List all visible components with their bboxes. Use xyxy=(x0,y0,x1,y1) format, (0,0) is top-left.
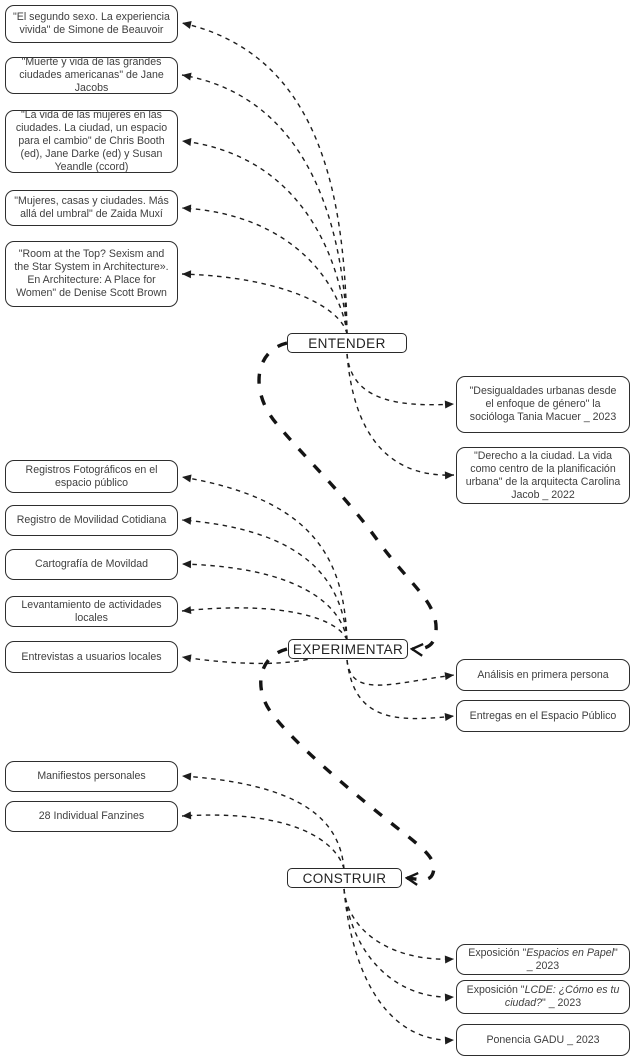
topic-box-experimentar-left-3: Cartografía de Movildad xyxy=(5,549,178,580)
topic-box-construir-right-2: Exposición "LCDE: ¿Cómo es tu ciudad?" _… xyxy=(456,980,630,1014)
topic-label: Análisis en primera persona xyxy=(477,668,609,681)
topic-label: "Derecho a la ciudad. La vida como centr… xyxy=(465,449,621,501)
topic-box-entender-left-4: "Mujeres, casas y ciudades. Más allá del… xyxy=(5,190,178,226)
phase-node-entender: ENTENDER xyxy=(287,333,407,353)
phase-node-construir: CONSTRUIR xyxy=(287,868,402,888)
topic-label: Entrevistas a usuarios locales xyxy=(21,650,162,663)
topic-label-part: " _ 2023 xyxy=(526,946,618,972)
connector-entender-4 xyxy=(181,204,348,335)
topic-label-part: Exposición " xyxy=(466,984,525,996)
connector-entender-2 xyxy=(181,72,348,335)
connector-experimentar-7 xyxy=(346,659,455,721)
connector-experimentar-2 xyxy=(181,516,348,641)
connector-construir-1 xyxy=(181,772,345,870)
topic-box-construir-left-2: 28 Individual Fanzines xyxy=(5,801,178,832)
topic-label: "Room at the Top? Sexism and the Star Sy… xyxy=(14,248,169,299)
topic-label: Exposición "LCDE: ¿Cómo es tu ciudad?" _… xyxy=(464,984,622,1010)
topic-label: Entregas en el Espacio Público xyxy=(469,709,617,722)
topic-box-construir-left-1: Manifiestos personales xyxy=(5,761,178,792)
connector-entender-6 xyxy=(346,353,455,409)
main-flow-spine-1 xyxy=(257,341,438,649)
connector-experimentar-3 xyxy=(181,560,348,641)
connector-entender-5 xyxy=(181,270,348,335)
topic-box-experimentar-left-4: Levantamiento de actividades locales xyxy=(5,596,178,627)
topic-label: 28 Individual Fanzines xyxy=(38,810,145,822)
topic-label: "El segundo sexo. La experiencia vivida"… xyxy=(13,11,170,36)
topic-label: Cartografía de Movildad xyxy=(34,558,149,570)
topic-label: Manifiestos personales xyxy=(37,770,146,782)
connector-construir-2 xyxy=(181,811,345,870)
phase-node-label: ENTENDER xyxy=(308,335,386,351)
topic-box-experimentar-right-1: Análisis en primera persona xyxy=(456,659,630,691)
connector-entender-3 xyxy=(181,138,348,335)
connector-construir-5 xyxy=(343,888,455,1045)
connector-experimentar-6 xyxy=(346,659,455,686)
topic-label: "Desigualdades urbanas desde el enfoque … xyxy=(469,385,617,423)
topic-box-construir-right-3: Ponencia GADU _ 2023 xyxy=(456,1024,630,1056)
topic-box-experimentar-right-2: Entregas en el Espacio Público xyxy=(456,700,630,732)
phase-node-label: CONSTRUIR xyxy=(302,870,387,886)
connector-construir-4 xyxy=(343,888,455,1002)
topic-box-entender-left-5: "Room at the Top? Sexism and the Star Sy… xyxy=(5,241,178,307)
topic-box-entender-right-1: "Desigualdades urbanas desde el enfoque … xyxy=(456,376,630,433)
topic-box-entender-left-1: "El segundo sexo. La experiencia vivida"… xyxy=(5,5,178,43)
topic-box-entender-left-2: "Muerte y vida de las grandes ciudades a… xyxy=(5,56,178,94)
topic-label-part: " _ 2023 xyxy=(542,997,582,1009)
topic-box-experimentar-left-5: Entrevistas a usuarios locales xyxy=(5,641,178,673)
connectors-group xyxy=(181,21,455,1045)
topic-label: "La vida de las mujeres en las ciudades.… xyxy=(15,109,168,173)
topic-label: Levantamiento de actividades locales xyxy=(21,598,162,624)
connector-entender-1 xyxy=(181,21,348,335)
topic-label: "Muerte y vida de las grandes ciudades a… xyxy=(19,56,164,94)
connector-construir-3 xyxy=(343,888,455,964)
topic-label: Registros Fotográficos en el espacio púb… xyxy=(25,463,158,489)
topic-box-entender-left-3: "La vida de las mujeres en las ciudades.… xyxy=(5,109,178,173)
topic-label: Registro de Movilidad Cotidiana xyxy=(16,514,167,526)
phase-node-experimentar: EXPERIMENTAR xyxy=(288,639,408,659)
connector-experimentar-4 xyxy=(181,606,348,641)
topic-label-italic-part: Espacios en Papel xyxy=(526,946,614,959)
main-flow-spine-2 xyxy=(259,647,436,880)
topic-box-experimentar-left-1: Registros Fotográficos en el espacio púb… xyxy=(5,460,178,493)
topic-box-entender-right-2: "Derecho a la ciudad. La vida como centr… xyxy=(456,447,630,504)
connector-experimentar-1 xyxy=(181,474,348,641)
phase-node-label: EXPERIMENTAR xyxy=(292,641,404,657)
topic-label: Ponencia GADU _ 2023 xyxy=(486,1033,600,1046)
topic-label: "Mujeres, casas y ciudades. Más allá del… xyxy=(14,195,169,220)
topic-label-part: Exposición " xyxy=(468,946,527,959)
topic-label: Exposición "Espacios en Papel" _ 2023 xyxy=(464,947,622,973)
connector-entender-7 xyxy=(346,353,455,480)
topic-label-italic-part: LCDE: ¿Cómo es tu ciudad? xyxy=(504,984,620,1009)
topic-box-experimentar-left-2: Registro de Movilidad Cotidiana xyxy=(5,505,178,536)
topic-box-construir-right-1: Exposición "Espacios en Papel" _ 2023 xyxy=(456,944,630,975)
